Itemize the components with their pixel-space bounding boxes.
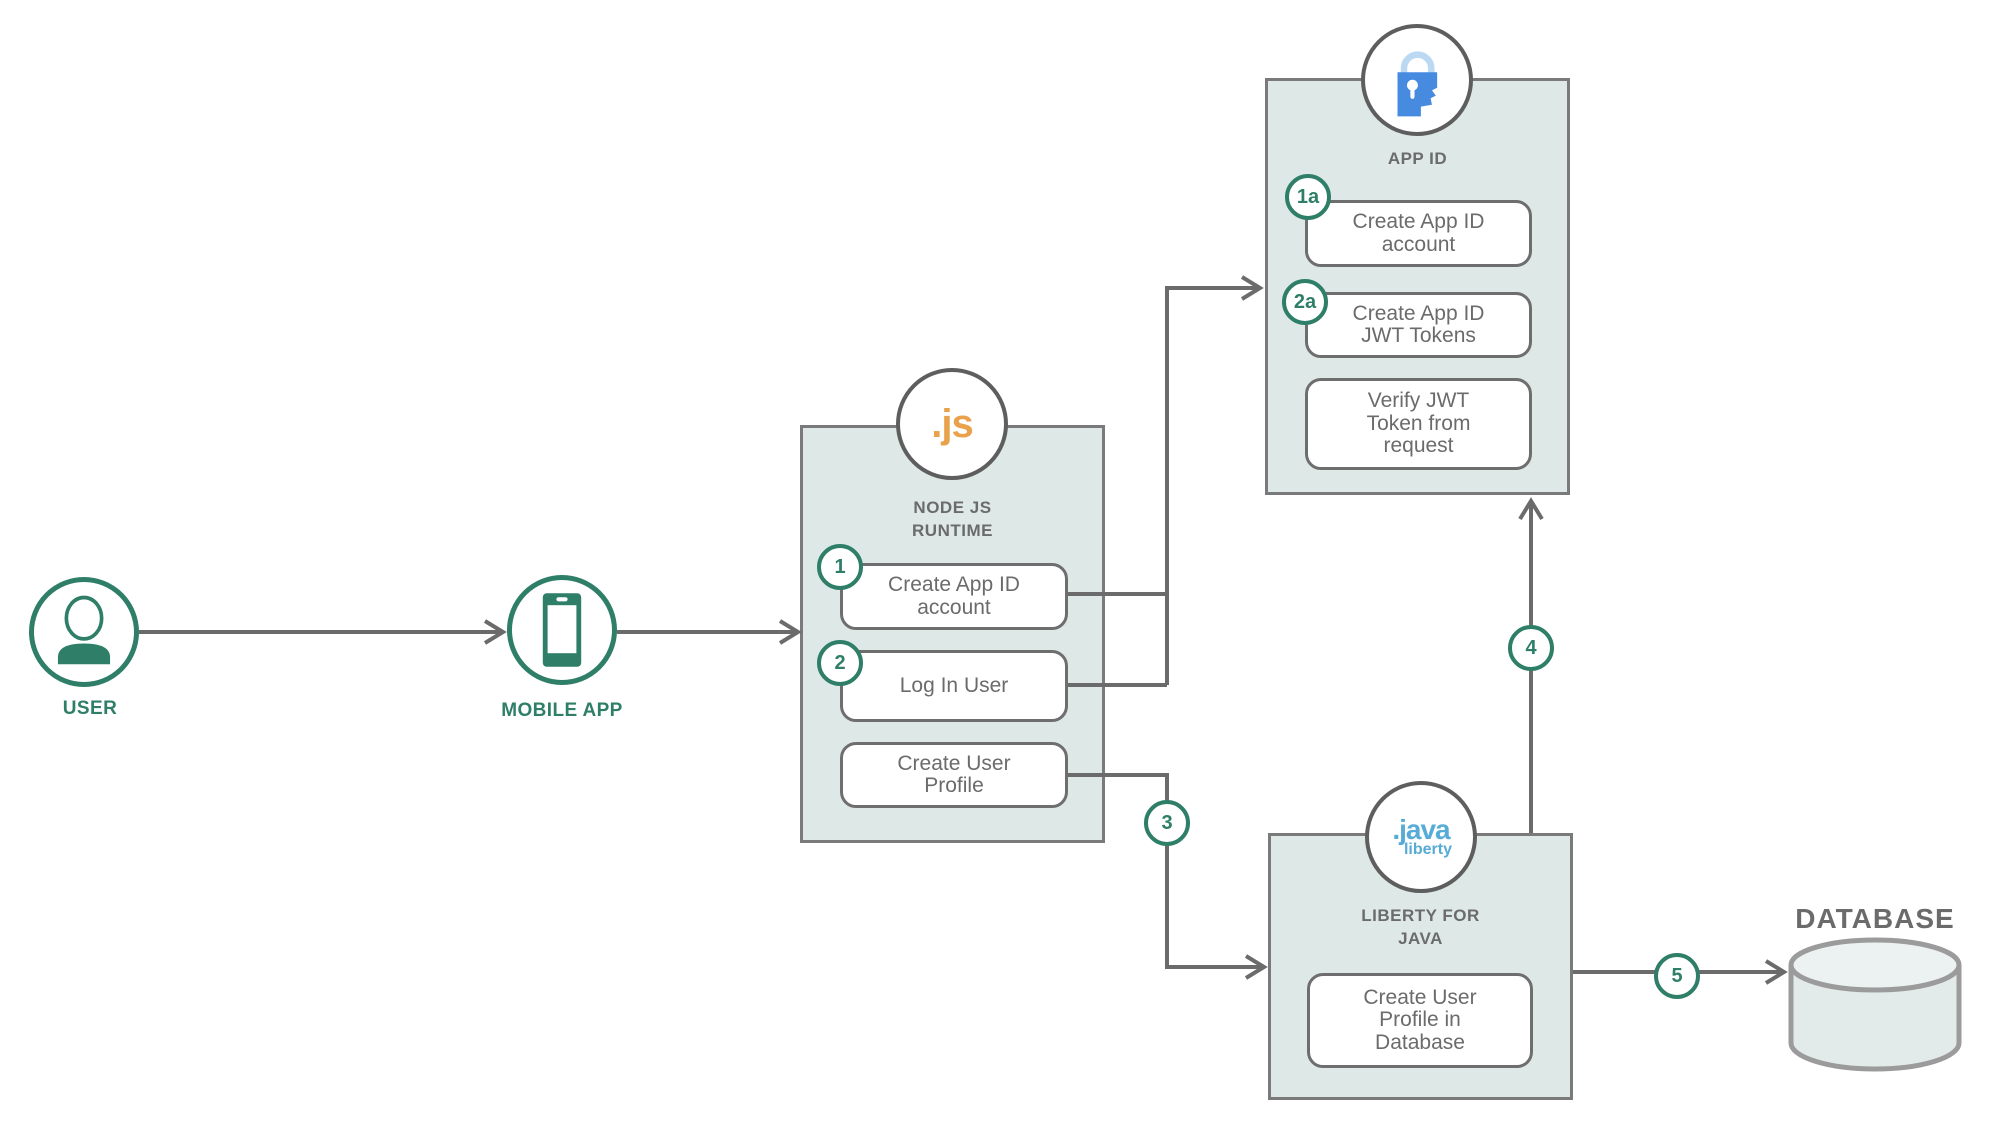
step-appid-create-account: Create App ID account: [1305, 200, 1532, 267]
java-liberty-icon: .java liberty: [1390, 816, 1452, 858]
step-text-line: account: [1381, 232, 1456, 256]
step-create-user-profile: Create User Profile: [840, 742, 1068, 808]
liberty-disc: .java liberty: [1365, 781, 1477, 893]
step-text-line: account: [917, 595, 991, 619]
step-appid-create-jwt-tokens: Create App ID JWT Tokens: [1305, 292, 1532, 358]
java-liberty-icon-text-bottom: liberty: [1403, 841, 1452, 858]
badge-step-1: 1: [817, 544, 863, 590]
step-text-line: Database: [1375, 1030, 1465, 1054]
database-cylinder-icon: [1788, 937, 1962, 1072]
step-create-user-profile-db: Create User Profile in Database: [1307, 973, 1533, 1068]
step-text-line: Profile in: [1379, 1008, 1461, 1032]
step-text-line: Create App ID: [1352, 301, 1485, 325]
arrow-user-to-mobile: [139, 619, 507, 645]
mobile-app-node: [507, 575, 617, 685]
badge-step-1a: 1a: [1285, 174, 1331, 220]
step-appid-verify-jwt: Verify JWT Token from request: [1305, 378, 1532, 470]
step-text-line: Create User: [897, 751, 1011, 775]
app-id-title-text: APP ID: [1387, 149, 1448, 168]
database-label: DATABASE: [1795, 903, 1955, 934]
liberty-title: LIBERTY FOR JAVA: [1271, 904, 1570, 950]
nodejs-title-line2: RUNTIME: [912, 521, 993, 540]
app-id-title: APP ID: [1268, 147, 1567, 170]
mobile-app-label: MOBILE APP: [501, 700, 623, 721]
java-liberty-icon-text-top: .java: [1392, 814, 1450, 845]
nodejs-runtime-title: NODE JS RUNTIME: [803, 496, 1102, 542]
step-text-line: request: [1383, 434, 1454, 458]
step-text-line: Create App ID: [1352, 210, 1485, 233]
step-text-line: Verify JWT: [1367, 389, 1470, 413]
appid-disc: [1361, 24, 1473, 136]
badge-step-3: 3: [1144, 800, 1190, 846]
liberty-title-line1: LIBERTY FOR: [1361, 906, 1480, 925]
liberty-title-line2: JAVA: [1398, 929, 1443, 948]
step-text-line: Create User: [1363, 985, 1477, 1009]
badge-step-5: 5: [1654, 953, 1700, 999]
step-text-line: JWT Tokens: [1361, 324, 1476, 347]
badge-step-4: 4: [1508, 625, 1554, 671]
step-create-appid-account: Create App ID account: [840, 563, 1068, 630]
arrow-mobile-to-nodejs: [617, 619, 802, 645]
user-label: USER: [62, 698, 118, 719]
user-icon: [57, 595, 111, 665]
nodejs-js-icon: .js: [931, 401, 973, 446]
step-text-line: Profile: [924, 774, 984, 797]
step-log-in-user: Log In User: [840, 650, 1068, 722]
appid-lock-icon: [1397, 51, 1438, 117]
step-text-line: Token from: [1366, 411, 1471, 435]
nodejs-disc: .js: [896, 368, 1008, 480]
step-text-line: Create App ID: [888, 573, 1020, 596]
badge-step-2: 2: [817, 640, 863, 686]
nodejs-title-line1: NODE JS: [913, 498, 992, 517]
user-node: [29, 577, 139, 687]
mobile-phone-icon: [542, 593, 582, 667]
badge-step-2a: 2a: [1282, 279, 1328, 325]
step-text-line: Log In User: [899, 673, 1009, 697]
